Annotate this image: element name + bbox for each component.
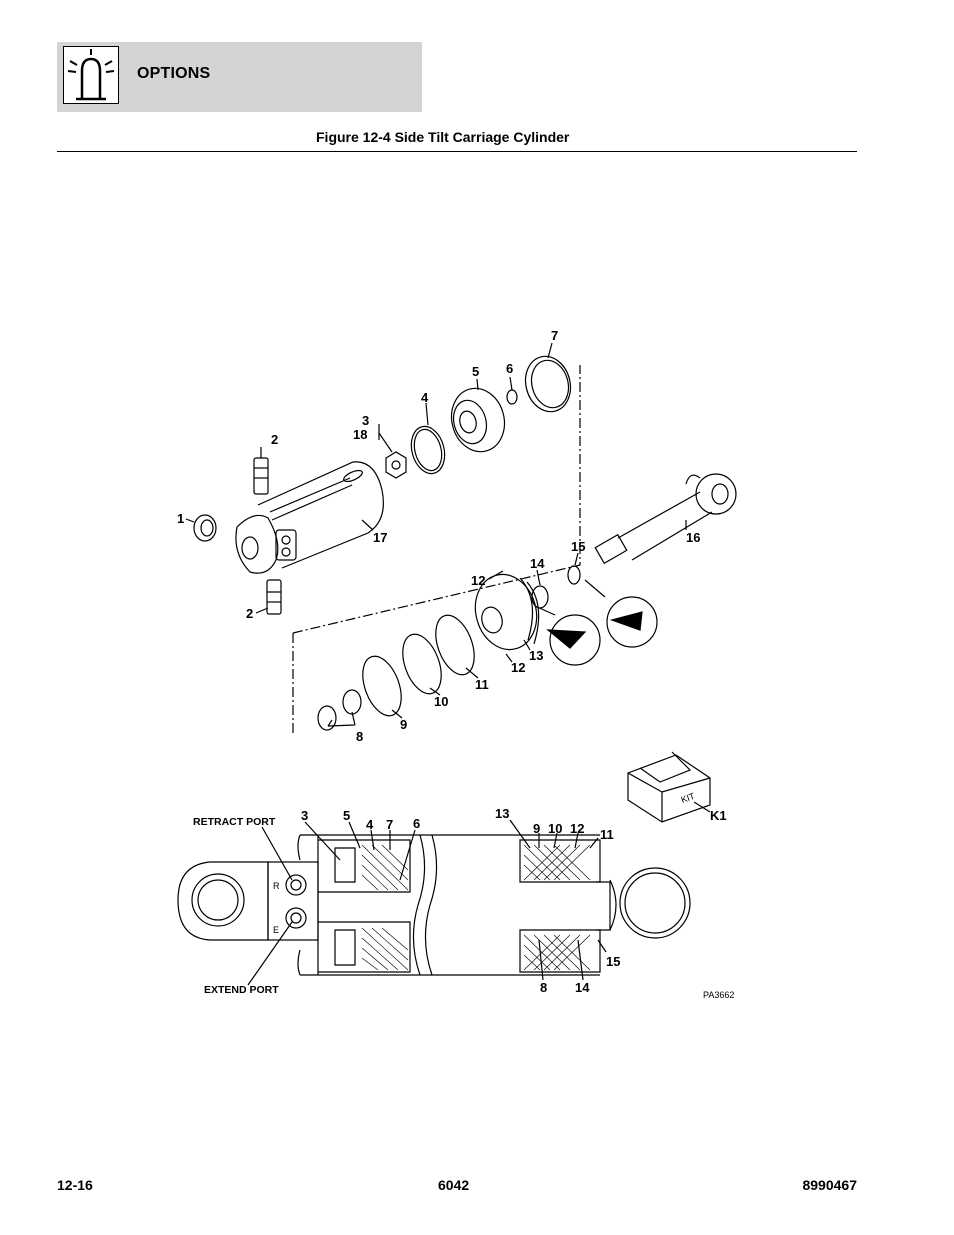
extend-port-label: EXTEND PORT: [204, 984, 279, 996]
section-title: OPTIONS: [137, 65, 211, 82]
callout-3: 3: [362, 413, 369, 428]
section-callout-6: 6: [413, 816, 420, 831]
callout-1: 1: [177, 511, 184, 526]
retract-port-mark: R: [273, 881, 280, 891]
cylinder-exploded-drawing: 7 5 6 4 3 18 2 1 17 2 16 15 14 12 13 12 …: [160, 320, 760, 1010]
section-callout-3: 3: [301, 808, 308, 823]
section-callout-14: 14: [575, 980, 590, 995]
section-callout-9: 9: [533, 821, 540, 836]
section-callout-5: 5: [343, 808, 350, 823]
section-callout-13: 13: [495, 806, 509, 821]
callout-10: 10: [434, 694, 448, 709]
model-number: 6042: [438, 1177, 470, 1193]
callout-16: 16: [686, 530, 700, 545]
callout-7: 7: [551, 328, 558, 343]
options-beacon-icon: [63, 46, 119, 104]
retract-port-label: RETRACT PORT: [193, 816, 276, 828]
callout-8: 8: [356, 729, 363, 744]
callout-k1: K1: [710, 808, 727, 823]
section-callout-15: 15: [606, 954, 620, 969]
section-callout-12: 12: [570, 821, 584, 836]
callout-14: 14: [530, 556, 545, 571]
kit-box-label: KIT: [680, 791, 697, 805]
callout-15: 15: [571, 539, 585, 554]
callout-17: 17: [373, 530, 387, 545]
section-callout-11: 11: [600, 827, 614, 842]
section-callout-7: 7: [386, 817, 393, 832]
manual-part-number: 8990467: [802, 1177, 857, 1193]
callout-11: 11: [475, 677, 489, 692]
section-callout-4: 4: [366, 817, 374, 832]
callout-2-top: 2: [271, 432, 278, 447]
drawing-reference: PA3662: [703, 990, 734, 1000]
callout-5: 5: [472, 364, 479, 379]
callout-6: 6: [506, 361, 513, 376]
callout-13: 13: [529, 648, 543, 663]
callout-2-bottom: 2: [246, 606, 253, 621]
callout-18: 18: [353, 427, 367, 442]
callout-9: 9: [400, 717, 407, 732]
page-number: 12-16: [57, 1177, 93, 1193]
figure-title: Figure 12-4 Side Tilt Carriage Cylinder: [316, 129, 570, 145]
section-callout-10: 10: [548, 821, 562, 836]
callout-12-top: 12: [471, 573, 485, 588]
callout-4: 4: [421, 390, 429, 405]
callout-12-bottom: 12: [511, 660, 525, 675]
header-divider: [57, 151, 857, 152]
extend-port-mark: E: [273, 925, 279, 935]
section-callout-8: 8: [540, 980, 547, 995]
